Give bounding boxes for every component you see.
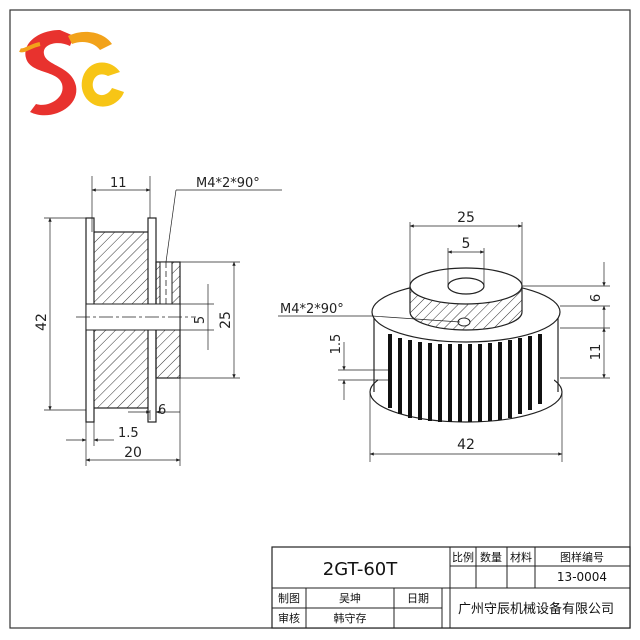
drawn-by: 吴坤 <box>339 591 361 605</box>
dim-height-total: 42 <box>34 313 50 331</box>
section-view: 11 M4*2*90° 42 5 25 6 1.5 20 <box>34 176 282 466</box>
bore-hole <box>447 277 485 295</box>
review-label: 审核 <box>278 611 300 625</box>
dim-base-offset: 1.5 <box>118 426 139 441</box>
dim-hub: 25 <box>218 311 234 329</box>
dim-bore-left: 5 <box>193 316 208 324</box>
part-name: 2GT-60T <box>323 559 399 580</box>
qty-label: 数量 <box>480 551 502 564</box>
dim-thread-left: M4*2*90° <box>196 176 260 191</box>
scale-label: 比例 <box>452 550 474 564</box>
dim-flange: 6 <box>158 403 166 418</box>
dim-width-top: 11 <box>110 176 127 191</box>
company-name: 广州守辰机械设备有限公司 <box>458 601 614 617</box>
drawing-no-label: 图样编号 <box>560 550 604 564</box>
dim-belt-width: 11 <box>589 344 604 361</box>
dim-tooth-depth: 1.5 <box>329 334 344 355</box>
date-label: 日期 <box>407 592 429 605</box>
pulley-teeth <box>388 334 542 422</box>
drawing-no: 13-0004 <box>557 570 607 584</box>
dim-thread-right: M4*2*90° <box>280 302 344 317</box>
sc-logo <box>19 30 124 116</box>
dim-hub-height: 6 <box>589 294 604 302</box>
reviewed-by: 韩守存 <box>334 611 367 625</box>
material-label: 材料 <box>510 550 532 564</box>
dim-width-total: 20 <box>124 445 142 461</box>
isometric-view: 25 5 M4*2*90° 6 11 1.5 42 <box>278 210 610 462</box>
dim-outer-dia: 42 <box>457 437 475 453</box>
dim-bore-right: 5 <box>462 236 471 252</box>
title-block: 2GT-60T 比例 数量 材料 图样编号 13-0004 制图 吴坤 日期 审… <box>271 546 631 629</box>
dim-hub-dia: 25 <box>457 210 475 226</box>
drawn-label: 制图 <box>278 592 300 605</box>
